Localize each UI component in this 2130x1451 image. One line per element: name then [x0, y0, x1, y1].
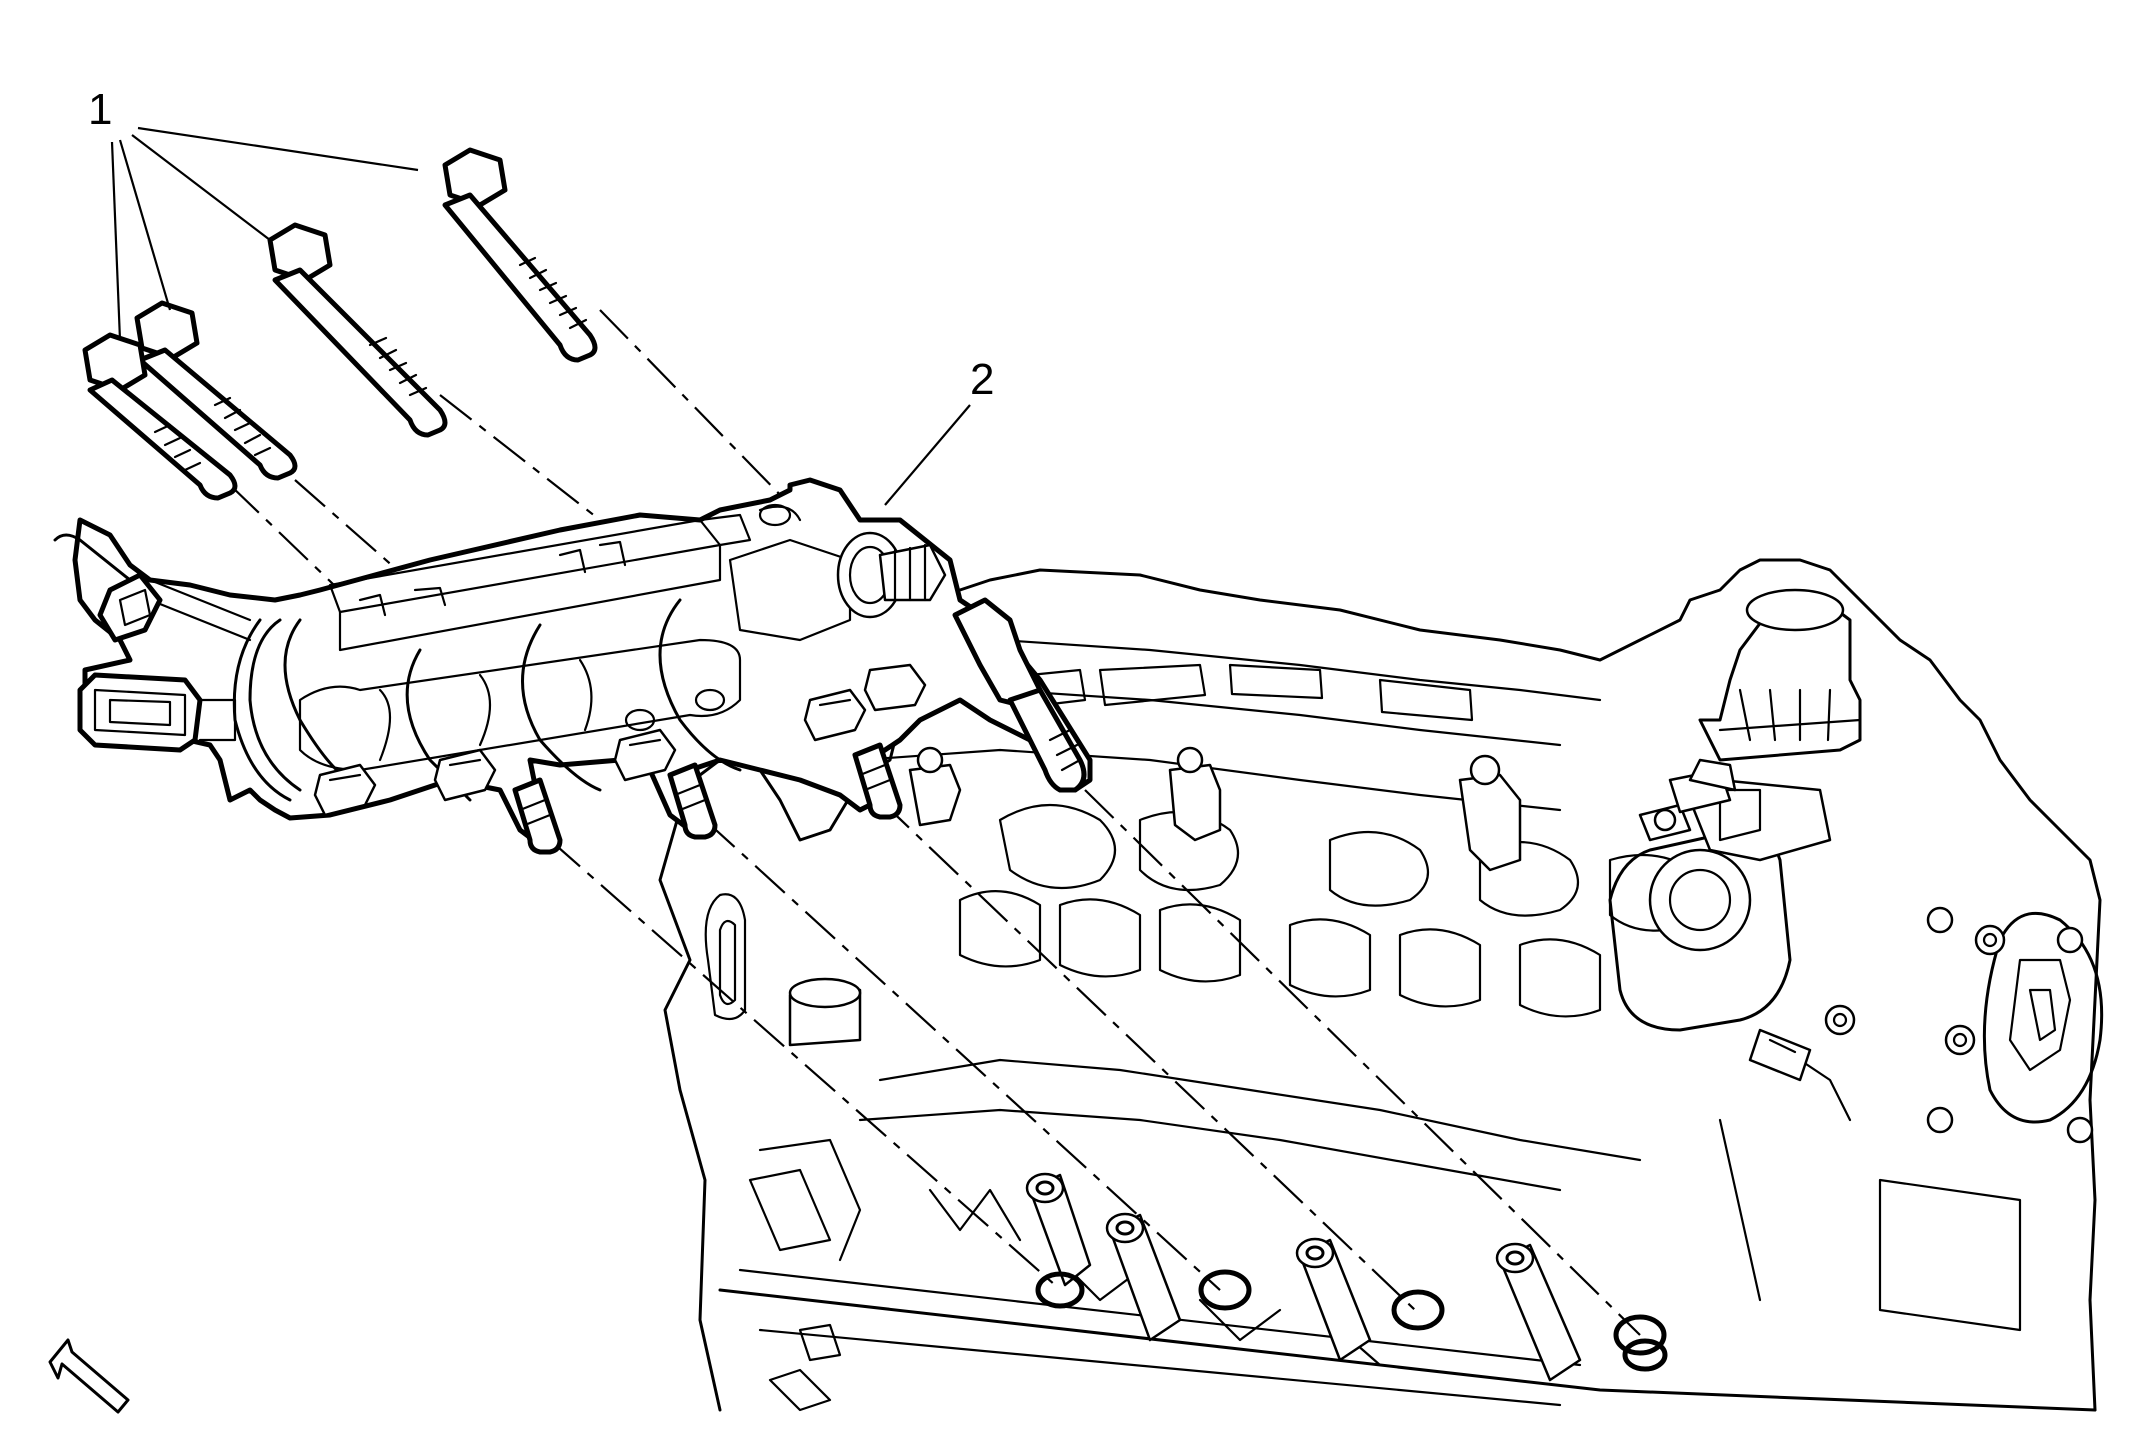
injector-bore	[1105, 1212, 1252, 1342]
leader-lines	[110, 126, 971, 506]
fuel-rail-bolts	[82, 147, 598, 501]
callout-1-label: 1	[88, 85, 113, 134]
fuel-rail-bolt	[134, 300, 298, 481]
injector-bore	[1295, 1237, 1445, 1362]
fuel-rail-assembly	[53, 477, 1093, 855]
fuel-rail-bolt	[442, 147, 598, 363]
fuel-rail-bolt	[82, 332, 238, 501]
fuel-rail-bolt	[267, 222, 448, 438]
injector-bore	[1495, 1242, 1668, 1382]
front-arrow-icon	[48, 1338, 130, 1414]
injector-bore	[1025, 1172, 1092, 1309]
callout-2-label: 2	[970, 355, 995, 404]
injector-bores	[1025, 1172, 1668, 1382]
